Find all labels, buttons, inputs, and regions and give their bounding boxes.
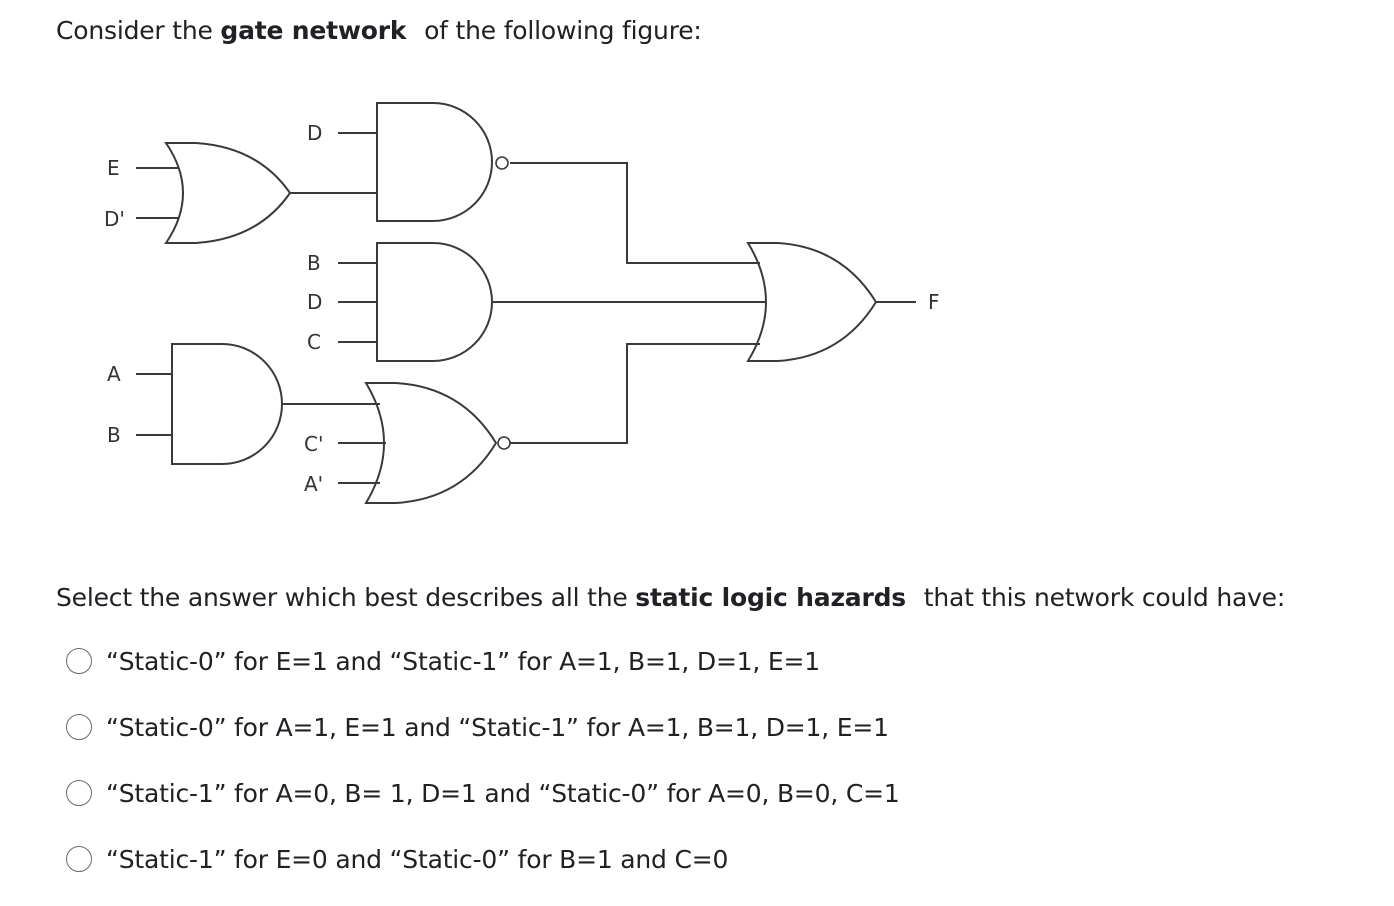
answer-option-3[interactable]: “Static-1” for A=0, B= 1, D=1 and “Stati… — [66, 775, 900, 811]
radio-button-3[interactable] — [66, 780, 92, 806]
label-d-mid: D — [307, 290, 322, 314]
and-gate-2 — [171, 343, 283, 465]
prompt-text: Consider the gate network of the followi… — [56, 14, 702, 48]
radio-button-2[interactable] — [66, 714, 92, 740]
answer-option-4-label: “Static-1” for E=0 and “Static-0” for B=… — [106, 844, 729, 874]
answer-option-1[interactable]: “Static-0” for E=1 and “Static-1” for A=… — [66, 643, 820, 679]
and-gate-1 — [376, 242, 493, 362]
answer-option-1-label: “Static-0” for E=1 and “Static-1” for A=… — [106, 646, 820, 676]
question-bold-term: static logic hazards — [635, 583, 906, 612]
question-after: that this network could have: — [923, 583, 1286, 612]
label-f: F — [928, 290, 940, 314]
answer-option-4[interactable]: “Static-1” for E=0 and “Static-0” for B=… — [66, 841, 728, 877]
label-e: E — [107, 156, 120, 180]
label-a-prime: A' — [304, 472, 323, 496]
radio-button-1[interactable] — [66, 648, 92, 674]
question-before: Select the answer which best describes a… — [56, 583, 628, 612]
label-a: A — [107, 362, 121, 386]
label-d-prime: D' — [104, 207, 125, 231]
or-gate-final — [746, 242, 878, 362]
prompt-after: of the following figure: — [424, 16, 702, 45]
label-d-top: D — [307, 121, 322, 145]
nor-gate-1 — [364, 382, 511, 504]
or-gate-1 — [164, 142, 292, 244]
radio-button-4[interactable] — [66, 846, 92, 872]
prompt-bold-term: gate network — [220, 16, 407, 45]
answer-option-3-label: “Static-1” for A=0, B= 1, D=1 and “Stati… — [106, 778, 900, 808]
label-b-bottom: B — [107, 423, 121, 447]
prompt-before: Consider the — [56, 16, 213, 45]
question-text: Select the answer which best describes a… — [56, 581, 1285, 615]
label-c-prime: C' — [304, 432, 323, 456]
answer-option-2-label: “Static-0” for A=1, E=1 and “Static-1” f… — [106, 712, 889, 742]
gate-network-diagram: E D' D B D C A B C' A' F — [104, 102, 940, 504]
answer-option-2[interactable]: “Static-0” for A=1, E=1 and “Static-1” f… — [66, 709, 889, 745]
label-b-mid: B — [307, 251, 321, 275]
nand-gate-1 — [376, 102, 509, 222]
label-c-mid: C — [307, 330, 321, 354]
